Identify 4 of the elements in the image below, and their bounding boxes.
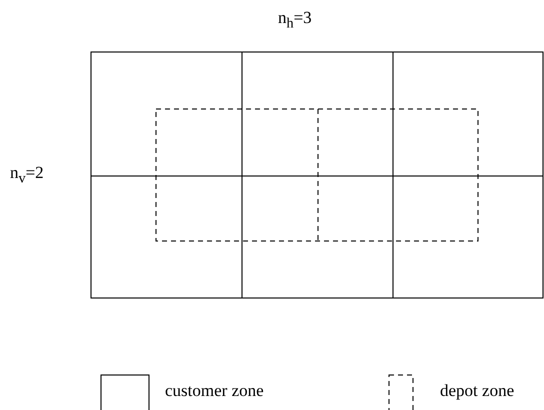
- grid-count-label: n$_{v}$=2: [10, 163, 44, 188]
- grid-count-label: n$_{h}$=3: [278, 8, 312, 34]
- legend-label: customer zone: [165, 381, 264, 401]
- legend-label: depot zone: [440, 381, 514, 401]
